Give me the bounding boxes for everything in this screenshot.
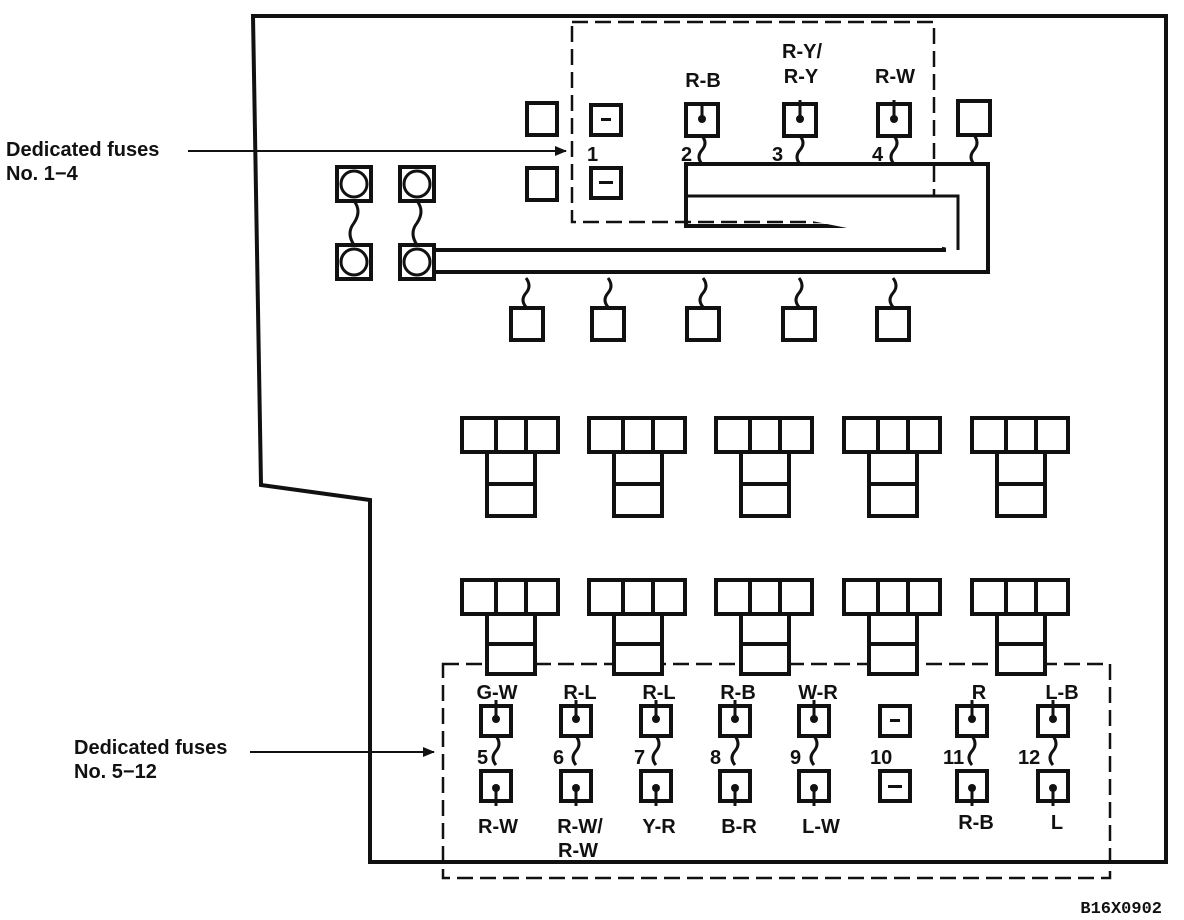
fuse-number-7: 7 — [634, 747, 645, 769]
fuse-3 — [782, 100, 818, 165]
callout-bottom-line1: Dedicated fuses — [74, 737, 227, 759]
fuse-number-1: 1 — [587, 144, 598, 166]
relay-connector — [587, 578, 687, 676]
fuse-number-6: 6 — [553, 747, 564, 769]
relay-connector — [970, 578, 1070, 676]
fuse-number-3: 3 — [772, 144, 783, 166]
fuse-number-4: 4 — [872, 144, 884, 166]
callout-bottom-line2: No. 5−12 — [74, 761, 157, 783]
wire-label-fuse-11-top: R — [972, 682, 987, 704]
wire-label-fuse-3-line1: R-Y/ — [782, 41, 822, 63]
wire-label-fuse-11-bottom: R-B — [958, 812, 994, 834]
wire-label-fuse-12-top: L-B — [1045, 682, 1078, 704]
relay-connector — [714, 578, 814, 676]
relay-connector — [714, 416, 814, 518]
figure-code: B16X0902 — [1080, 900, 1162, 919]
relay-connectors-row-1 — [460, 416, 1070, 518]
relay-connector — [970, 416, 1070, 518]
wire-label-fuse-6-bottom-line1: R-W/ — [557, 816, 603, 838]
fuse-11 — [955, 700, 989, 806]
fuse-1 — [589, 103, 623, 200]
bus-bar-outputs — [509, 277, 911, 342]
bus-bar — [401, 162, 990, 274]
relay-connector — [842, 416, 942, 518]
wire-label-fuse-9-bottom: L-W — [802, 816, 840, 838]
wire-label-fuse-8-top: R-B — [720, 682, 756, 704]
junction-block-outline — [250, 14, 1168, 864]
fuse-4 — [876, 100, 912, 165]
wire-label-fuse-2: R-B — [685, 70, 721, 92]
fuse-9 — [797, 700, 831, 806]
wire-label-fuse-7-bottom: Y-R — [642, 816, 676, 838]
fuse-12 — [1036, 700, 1070, 806]
callout-top-line2: No. 1−4 — [6, 163, 79, 185]
fuse-5 — [479, 700, 513, 806]
fuse-number-5: 5 — [477, 747, 488, 769]
fuse-8 — [718, 700, 752, 806]
relay-connectors-row-2 — [460, 578, 1070, 676]
wire-label-fuse-3-line2: R-Y — [784, 66, 819, 88]
wire-label-fuse-5-bottom: R-W — [478, 816, 518, 838]
fuse-10 — [878, 704, 912, 803]
fuse-number-11: 11 — [943, 747, 964, 769]
wire-label-fuse-4: R-W — [875, 66, 915, 88]
wire-label-fuse-12-bottom: L — [1051, 812, 1063, 834]
dedicated-fuses-1-4-region — [570, 20, 936, 224]
fuse-number-9: 9 — [790, 747, 801, 769]
wire-label-fuse-5-top: G-W — [476, 682, 517, 704]
relay-connector — [587, 416, 687, 518]
relay-connector — [460, 578, 560, 676]
fuse-number-12: 12 — [1018, 747, 1040, 769]
wire-label-fuse-6-top: R-L — [563, 682, 596, 704]
terminal-studs — [335, 165, 436, 281]
fuse-6 — [559, 700, 593, 806]
fuse-7 — [639, 700, 673, 806]
wire-label-fuse-8-bottom: B-R — [721, 816, 757, 838]
wire-label-fuse-6-bottom-line2: R-W — [558, 840, 598, 862]
wire-label-fuse-9-top: W-R — [798, 682, 838, 704]
fuse-2 — [684, 102, 720, 165]
fuse-number-2: 2 — [681, 144, 692, 166]
relay-connector — [842, 578, 942, 676]
relay-connector — [460, 416, 560, 518]
fuse-number-8: 8 — [710, 747, 721, 769]
wire-label-fuse-7-top: R-L — [642, 682, 675, 704]
fuse-number-10: 10 — [870, 747, 892, 769]
dedicated-fuses-5-12-region — [441, 662, 1112, 880]
callout-top-line1: Dedicated fuses — [6, 139, 159, 161]
spare-cavities-upper — [525, 99, 992, 202]
